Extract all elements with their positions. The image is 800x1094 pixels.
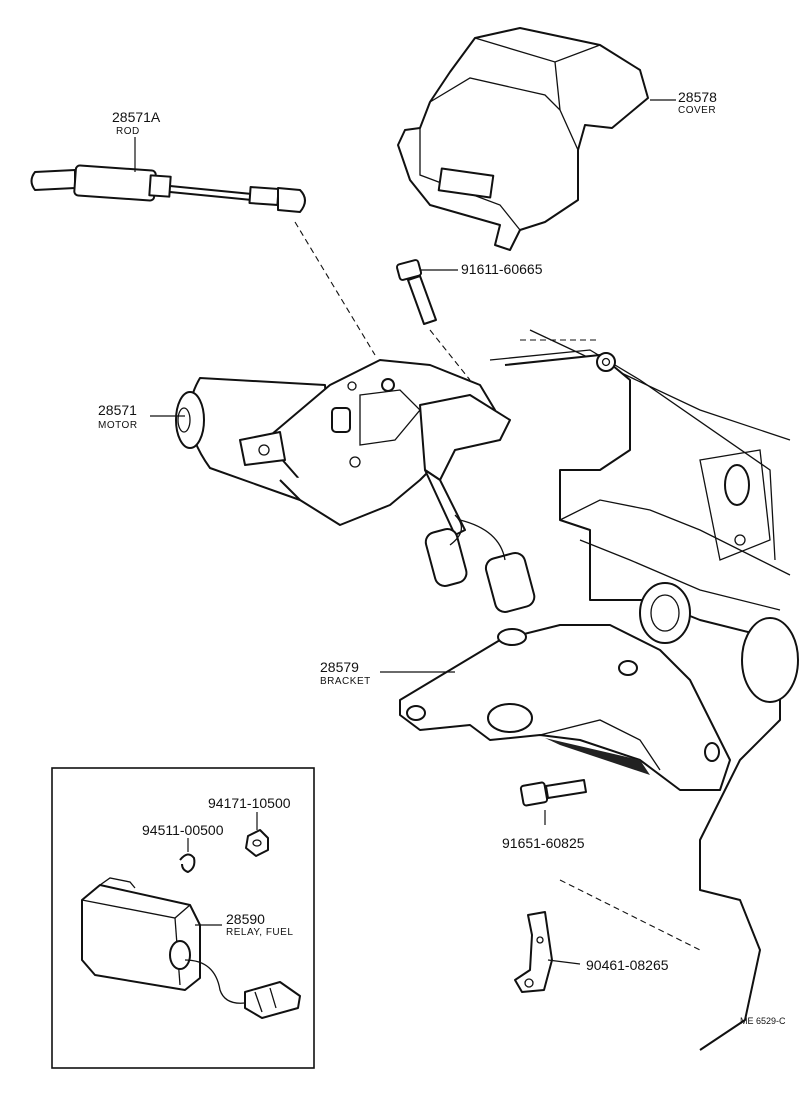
- rod-drawing: [30, 164, 376, 356]
- rod-part-number: 28571A: [112, 109, 161, 125]
- bolt1-drawing: [395, 259, 471, 381]
- leader-lines: [134, 99, 676, 965]
- part-labels: 28571A ROD 28578 COVER 91611-60665 28571…: [98, 89, 786, 1026]
- cover-part-number: 28578: [678, 89, 717, 105]
- bolt2-part-number: 91651-60825: [502, 835, 585, 851]
- cover-part-name: COVER: [678, 105, 716, 116]
- clip-drawing: [514, 911, 553, 993]
- bolt2-drawing: [519, 779, 587, 807]
- nut-part-number: 94171-10500: [208, 795, 291, 811]
- rod-part-name: ROD: [116, 126, 140, 137]
- bracket-part-number: 28579: [320, 659, 359, 675]
- clip-part-number: 90461-08265: [586, 957, 669, 973]
- washer-part-number: 94511-00500: [142, 822, 224, 838]
- relay-inset: [51, 767, 315, 1069]
- bracket-drawing: [399, 624, 731, 791]
- relay-part-number: 28590: [226, 911, 265, 927]
- drawing-code: ME 6529-C: [740, 1016, 786, 1026]
- motor-part-number: 28571: [98, 402, 137, 418]
- bracket-part-name: BRACKET: [320, 676, 371, 687]
- cover-drawing: [397, 27, 649, 251]
- relay-part-name: RELAY, FUEL: [226, 927, 293, 938]
- motor-part-name: MOTOR: [98, 420, 138, 431]
- motor-drawing: [175, 359, 536, 613]
- bolt1-part-number: 91611-60665: [461, 261, 543, 277]
